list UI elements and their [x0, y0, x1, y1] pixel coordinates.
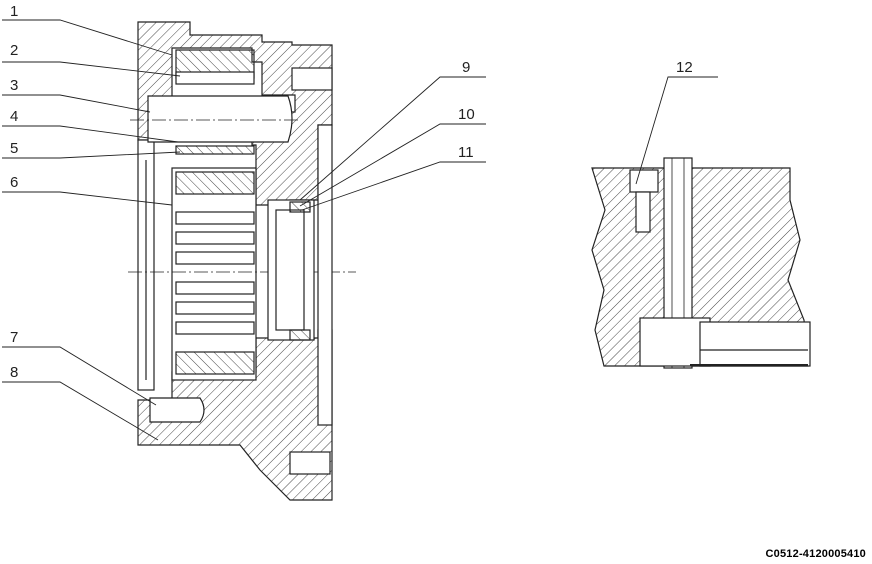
callout-labels: 1 2 3 4 5 6 7 8 9 10 11 12	[10, 3, 693, 381]
needle-rollers	[175, 211, 255, 335]
bearing	[267, 199, 315, 341]
detail-view	[591, 76, 811, 369]
leader-lines-right	[299, 76, 486, 211]
bottom-screw	[289, 451, 331, 475]
callout-1: 1	[10, 3, 18, 20]
pin	[149, 397, 205, 423]
top-screw	[291, 67, 333, 91]
callout-6: 6	[10, 174, 18, 191]
gear-stack	[171, 167, 257, 381]
callout-8: 8	[10, 364, 18, 381]
leader-line-12	[635, 76, 718, 185]
leader-lines-left	[2, 19, 181, 441]
callout-9: 9	[462, 59, 470, 76]
main-section-view	[2, 19, 486, 501]
right-cover	[317, 124, 333, 426]
callout-5: 5	[10, 140, 18, 157]
shaft	[147, 95, 293, 143]
callout-4: 4	[10, 108, 18, 125]
callout-3: 3	[10, 77, 18, 94]
callout-2: 2	[10, 42, 18, 59]
callout-7: 7	[10, 329, 18, 346]
drawing-code: C0512-4120005410	[765, 548, 866, 560]
callout-12: 12	[676, 59, 693, 76]
callout-10: 10	[458, 106, 475, 123]
callout-11: 11	[458, 144, 474, 161]
